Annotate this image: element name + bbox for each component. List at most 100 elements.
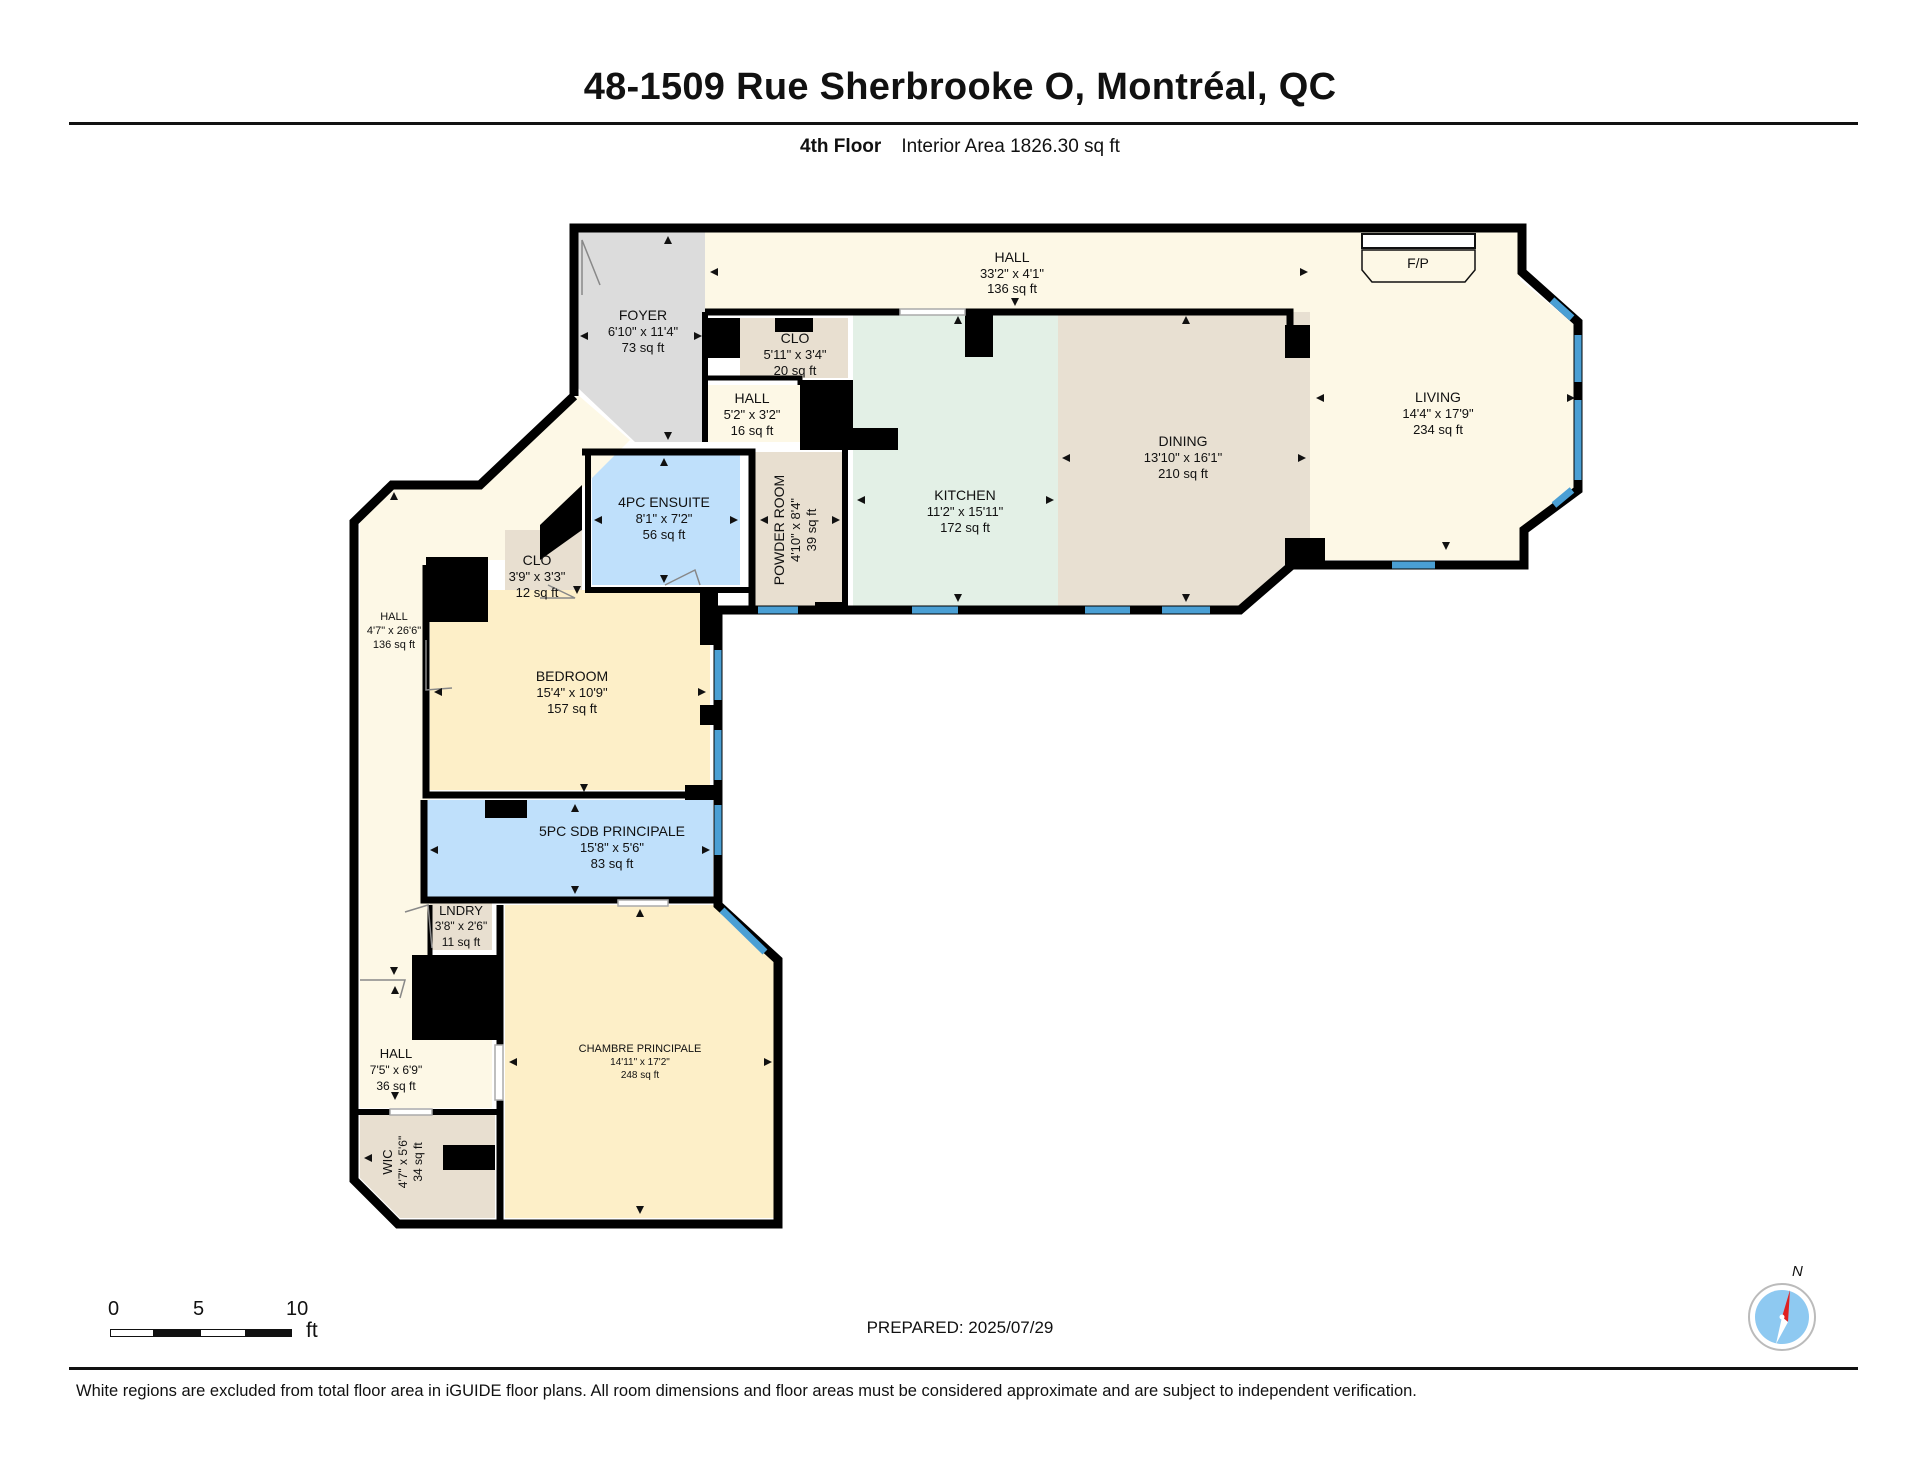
chambre-fill	[505, 905, 775, 1218]
hall-left-name: HALL	[380, 611, 408, 623]
arrow	[1298, 454, 1306, 462]
foyer-dims: 6'10" x 11'4"	[608, 324, 679, 339]
arrow	[390, 967, 398, 975]
fireplace-label: F/P	[1407, 255, 1429, 271]
sdb-area: 83 sq ft	[591, 856, 634, 871]
arrow	[764, 1058, 772, 1066]
dining-name: DINING	[1159, 433, 1208, 449]
ensuite-name: 4PC ENSUITE	[618, 494, 710, 510]
arrow	[580, 332, 588, 340]
clo-upper-dims: 5'11" x 3'4"	[763, 347, 826, 362]
scale-segment	[110, 1329, 154, 1337]
column-block	[775, 318, 813, 332]
door-swing	[664, 568, 701, 586]
wall-ensuite-left	[585, 455, 752, 593]
powder-dims: 4'10" x 8'4"	[788, 498, 803, 562]
arrow	[954, 316, 962, 324]
clo-lower-area: 12 sq ft	[516, 585, 559, 600]
arrow	[430, 846, 438, 854]
sdb-fill	[426, 800, 713, 897]
door-swing	[360, 979, 406, 999]
column-block	[426, 557, 488, 622]
living-dims: 14'4" x 17'9"	[1402, 406, 1474, 421]
window	[1549, 297, 1575, 321]
hall-top-fill	[705, 232, 1315, 312]
arrow	[664, 432, 672, 440]
hall-bottom-dims: 7'5" x 6'9"	[370, 1063, 422, 1077]
kitchen-area: 172 sq ft	[940, 520, 990, 535]
wic-fill	[360, 1115, 495, 1218]
compass-north: N	[1792, 1263, 1803, 1280]
hall-bottom-area: 36 sq ft	[376, 1079, 416, 1093]
arrow	[760, 516, 768, 524]
column-block	[700, 705, 718, 725]
hall-small-dims: 5'2" x 3'2"	[724, 407, 781, 422]
arrow	[1442, 542, 1450, 550]
arrow	[636, 909, 644, 917]
fireplace-mantel	[1361, 233, 1476, 249]
arrow	[573, 586, 581, 594]
clo-upper-fill	[740, 318, 848, 378]
ensuite-fill	[592, 454, 740, 585]
arrow	[1182, 316, 1190, 324]
arrow	[954, 594, 962, 602]
arrow	[1062, 454, 1070, 462]
dining-fill	[1058, 312, 1310, 606]
lndry-name: LNDRY	[439, 903, 483, 918]
arrow	[702, 846, 710, 854]
clo-upper-area: 20 sq ft	[774, 363, 817, 378]
arrow	[391, 1092, 399, 1100]
hall-left-dims: 4'7" x 26'6"	[367, 625, 421, 637]
ensuite-area: 56 sq ft	[643, 527, 686, 542]
dining-area: 210 sq ft	[1158, 466, 1208, 481]
arrow	[1316, 394, 1324, 402]
arrow	[509, 1058, 517, 1066]
column-block	[705, 318, 740, 358]
wic-label-group: WIC 4'7" x 5'6" 34 sq ft	[380, 1136, 425, 1188]
arrow	[571, 804, 579, 812]
living-name: LIVING	[1415, 389, 1461, 405]
fireplace	[1361, 233, 1476, 283]
arrow	[571, 886, 579, 894]
arrow	[1567, 394, 1575, 402]
arrow	[580, 784, 588, 792]
arrow	[710, 268, 718, 276]
ensuite-dims: 8'1" x 7'2"	[636, 511, 693, 526]
door-swing	[404, 904, 433, 949]
clo-lower-dims: 3'9" x 3'3"	[509, 569, 566, 584]
scale-unit: ft	[306, 1319, 318, 1342]
arrow	[1011, 298, 1019, 306]
arrow	[730, 516, 738, 524]
scale-segment	[246, 1329, 292, 1337]
foyer-fill	[578, 232, 705, 442]
dimension-arrows	[364, 236, 1575, 1214]
sdb-dims: 15'8" x 5'6"	[580, 840, 644, 855]
arrow	[660, 458, 668, 466]
floor-name: 4th Floor	[800, 136, 882, 157]
hall-top-area: 136 sq ft	[987, 281, 1037, 296]
column-block	[443, 1145, 495, 1170]
arrow	[1182, 594, 1190, 602]
compass-icon: N	[1748, 1263, 1816, 1351]
foyer-area: 73 sq ft	[622, 340, 665, 355]
bedroom-fill	[430, 590, 710, 790]
powder-fill	[755, 452, 842, 606]
arrow	[390, 492, 398, 500]
arrow	[636, 1206, 644, 1214]
column-block	[485, 800, 527, 818]
door-opening	[617, 899, 669, 907]
hall-top-dims: 33'2" x 4'1"	[980, 266, 1044, 281]
room-labels: HALL 33'2" x 4'1" 136 sq ft F/P FOYER 6'…	[367, 249, 1474, 1188]
wic-name: WIC	[380, 1149, 395, 1174]
hall-small-name: HALL	[734, 390, 769, 406]
page-title: 48-1509 Rue Sherbrooke O, Montréal, QC	[583, 66, 1337, 108]
column-block	[412, 955, 502, 1040]
arrow	[664, 236, 672, 244]
bedroom-name: BEDROOM	[536, 668, 608, 684]
scale-zero: 0	[108, 1298, 120, 1320]
wic-dims: 4'7" x 5'6"	[396, 1136, 410, 1188]
powder-area: 39 sq ft	[804, 508, 819, 551]
wic-area: 34 sq ft	[411, 1142, 425, 1182]
